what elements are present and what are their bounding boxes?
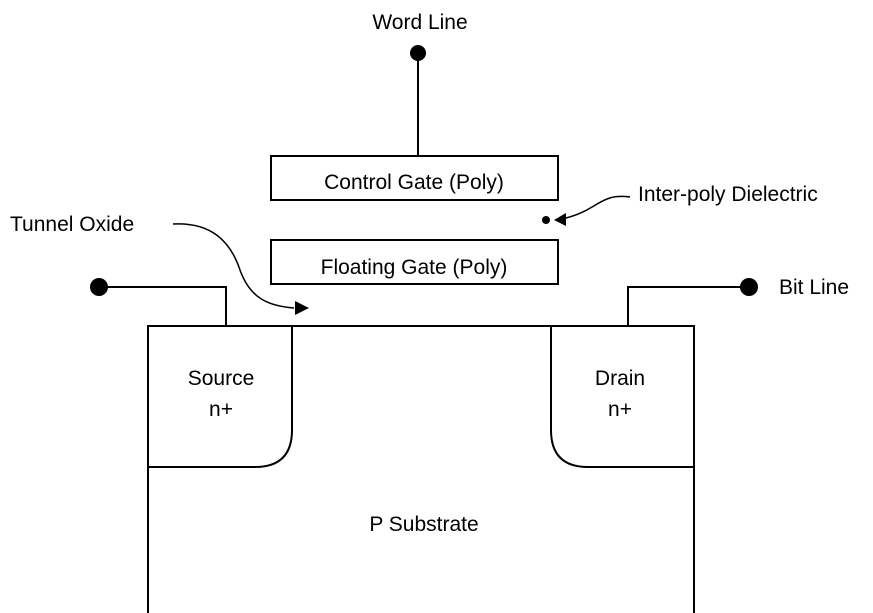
bit-line-terminal: [740, 278, 758, 296]
inter-poly-dielectric-dot: [542, 216, 550, 224]
control-gate-label: Control Gate (Poly): [324, 171, 504, 194]
tunnel-oxide-label: Tunnel Oxide: [10, 213, 134, 236]
drain-region: [550, 326, 694, 468]
tunnel-oxide-leader: [172, 223, 295, 309]
bit-line-label: Bit Line: [779, 276, 849, 299]
source-wire: [99, 286, 227, 326]
drain-doping-label: n+: [608, 398, 632, 421]
inter-poly-dielectric-leader: [565, 195, 631, 219]
source-region: [148, 326, 293, 468]
source-label: Source: [188, 367, 255, 390]
word-line-label: Word Line: [372, 11, 467, 34]
floating-gate: [270, 239, 559, 285]
drain-wire: [627, 286, 749, 326]
substrate-label: P Substrate: [369, 513, 478, 536]
floating-gate-label: Floating Gate (Poly): [321, 256, 508, 279]
tunnel-oxide-arrowhead: [295, 301, 309, 315]
drain-label: Drain: [595, 367, 645, 390]
source-doping-label: n+: [209, 398, 233, 421]
substrate-outline: [147, 325, 695, 613]
inter-poly-dielectric-arrowhead: [554, 213, 566, 226]
control-gate: [270, 155, 559, 201]
inter-poly-dielectric-label: Inter-poly Dielectric: [638, 183, 818, 206]
